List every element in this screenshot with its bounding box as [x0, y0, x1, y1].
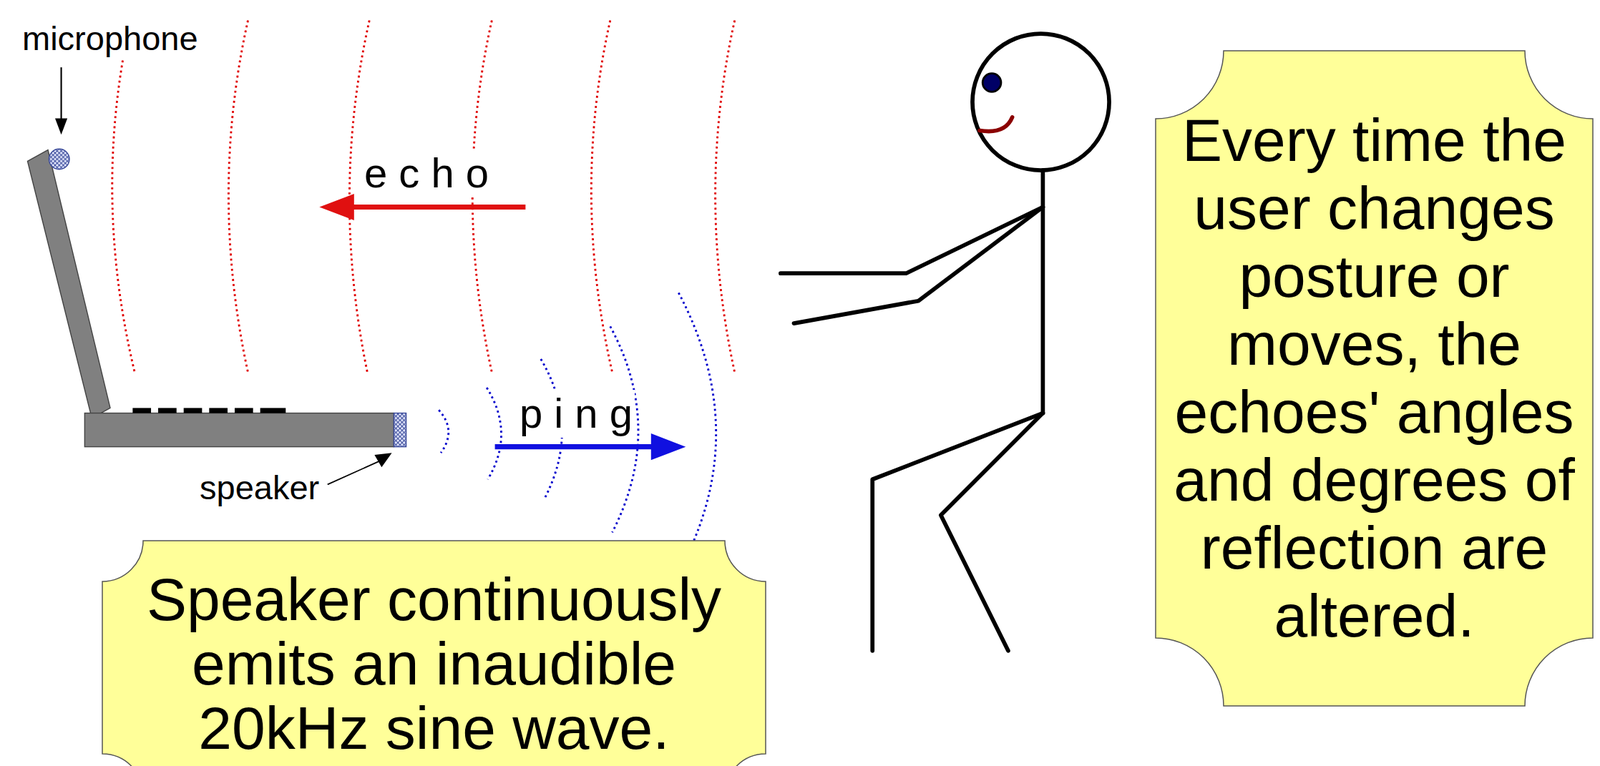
part-label: e c h o: [362, 149, 491, 198]
laptop-base: [84, 413, 394, 448]
leader-line: [327, 461, 380, 486]
part-label: speaker: [197, 468, 322, 508]
arrowhead: [319, 193, 354, 221]
echo-arc: [591, 20, 612, 373]
key: [132, 407, 151, 413]
callout-box: Speaker continuously emits an inaudible …: [102, 540, 766, 766]
callout-shape: [102, 540, 766, 766]
echo-waves: [112, 20, 735, 373]
echo-arc: [228, 20, 248, 373]
part-label: microphone: [20, 19, 201, 58]
callout-shape: [1155, 50, 1593, 707]
key: [208, 407, 228, 413]
ping-arc: [486, 387, 501, 480]
arrowhead: [374, 452, 392, 468]
mouth: [979, 117, 1013, 132]
callout-text: Every time the user changes posture or m…: [1165, 106, 1583, 651]
ping-arc: [438, 410, 449, 453]
speaker-symbol: [393, 413, 406, 448]
keyboard: [132, 407, 286, 413]
key: [234, 407, 254, 413]
arrowhead: [55, 118, 68, 135]
key: [158, 407, 177, 413]
microphone-symbol: [48, 148, 70, 170]
head: [972, 33, 1110, 171]
callout-box: Every time the user changes posture or m…: [1155, 50, 1593, 707]
eye: [982, 73, 1002, 93]
arm: [780, 206, 1043, 274]
callout-text: Speaker continuously emits an inaudible …: [113, 567, 755, 761]
ping-arrow: [495, 444, 659, 450]
echo-arrow: [347, 204, 526, 210]
leg: [872, 413, 1043, 652]
arrowhead: [651, 433, 686, 461]
echo-arc: [112, 20, 135, 373]
key: [183, 407, 203, 413]
ping-waves: [438, 292, 717, 541]
laptop-screen: [27, 150, 111, 419]
key: [260, 407, 287, 413]
ping-arc: [678, 292, 716, 541]
arm: [793, 206, 1043, 324]
part-label: p i n g: [517, 389, 635, 438]
leader-line: [60, 67, 62, 121]
echo-arc: [715, 20, 735, 373]
leg: [940, 413, 1044, 652]
stick-figure: [780, 33, 1110, 652]
